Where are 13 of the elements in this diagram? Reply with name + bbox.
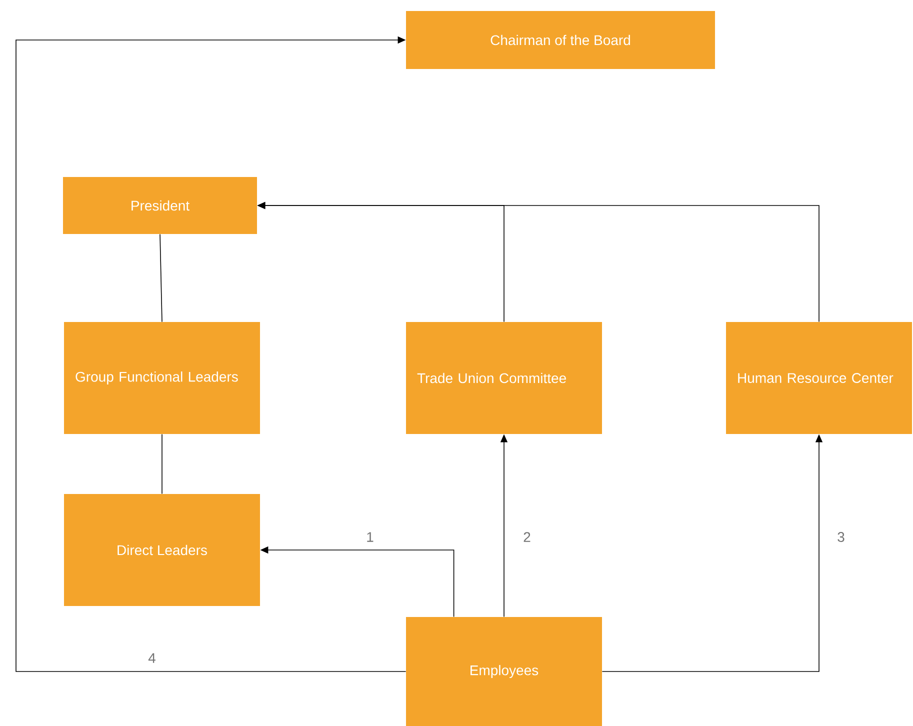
connector-line [160,234,162,322]
process-box: Trade Union Committee [406,322,602,434]
edge-label: 4 [147,652,157,664]
process-box: Direct Leaders [64,494,260,606]
edge-label: 1 [365,531,375,543]
process-box: Chairman of the Board [406,11,715,69]
arrow [16,36,406,672]
process-box: Group Functional Leaders [64,322,260,434]
edge-label: 2 [522,531,532,543]
process-box: President [63,177,257,234]
process-box: Employees [406,617,602,726]
process-box: Human Resource Center [726,322,912,434]
edge-label: 3 [836,531,846,543]
